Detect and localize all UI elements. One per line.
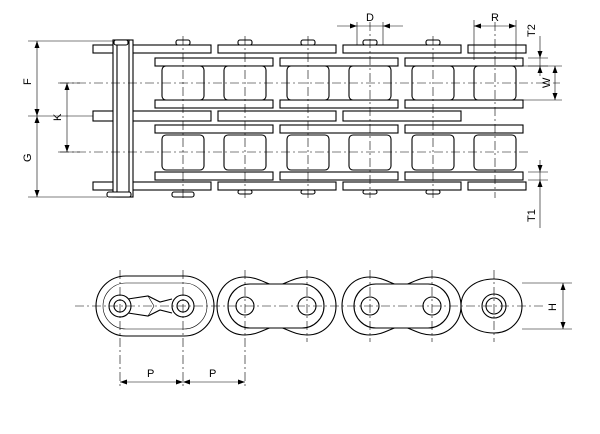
top-outer-plates <box>92 44 527 54</box>
label-F: F <box>22 78 34 85</box>
label-T2: T2 <box>526 24 538 37</box>
bottom-outer-plates <box>92 181 527 191</box>
dim-W: W <box>520 65 562 101</box>
label-P-second: P <box>209 368 216 380</box>
label-K: K <box>52 113 64 121</box>
top-view: D R T2 W <box>22 12 562 228</box>
dim-G: G <box>22 116 107 198</box>
dim-H: H <box>522 282 572 330</box>
label-W: W <box>541 77 553 88</box>
top-inner-plates-row1 <box>154 57 524 109</box>
side-centerlines <box>75 270 545 388</box>
dim-F: F <box>22 40 113 117</box>
pin-centerlines <box>182 22 496 198</box>
label-P-first: P <box>147 368 154 380</box>
middle-plates <box>92 110 462 122</box>
top-inner-plates-row2 <box>154 124 524 181</box>
side-view: H P P <box>75 270 572 388</box>
dim-T1: T1 <box>526 160 548 228</box>
label-D: D <box>366 12 374 24</box>
rollers-strand-2 <box>161 134 517 171</box>
label-G: G <box>22 153 34 162</box>
label-T1: T1 <box>526 209 538 222</box>
connecting-link-pins <box>106 39 195 198</box>
dim-T2: T2 <box>526 24 548 76</box>
dim-D: D <box>337 12 403 45</box>
label-R: R <box>491 12 499 24</box>
strand-centerlines <box>60 82 560 153</box>
dim-R: R <box>473 12 517 60</box>
dim-K: K <box>52 82 80 153</box>
label-H: H <box>547 303 559 311</box>
dim-P: P P <box>120 368 245 385</box>
